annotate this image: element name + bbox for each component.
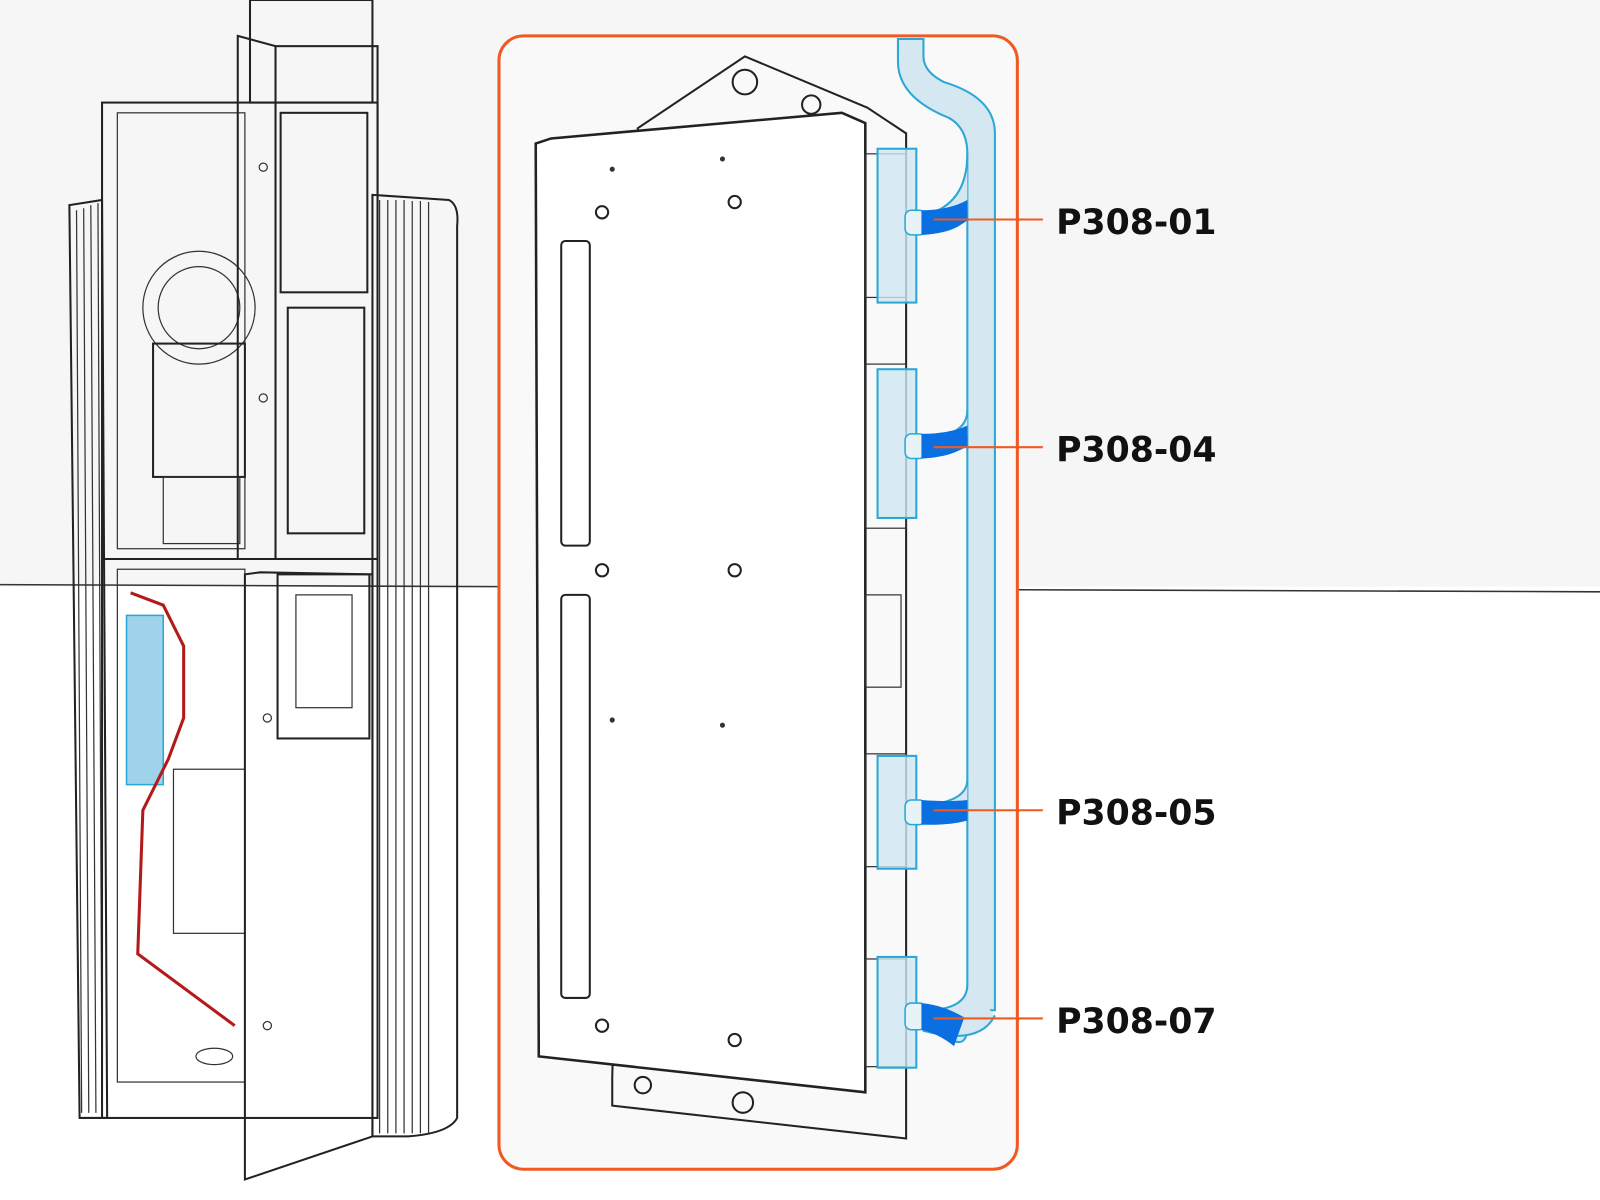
connector-p308-01 — [876, 147, 968, 304]
callout-label: P308-07 — [1056, 1002, 1216, 1042]
callout-p308-01: P308-01 — [933, 203, 1217, 243]
connector-group — [876, 147, 968, 1069]
callout-label: P308-05 — [1056, 794, 1216, 834]
callout-p308-05: P308-05 — [933, 794, 1217, 834]
callout-p308-04: P308-04 — [933, 430, 1217, 471]
mounting-plate — [534, 55, 908, 1140]
connector-p308-04 — [876, 368, 968, 519]
connector-p308-07 — [876, 955, 965, 1069]
callout-p308-07: P308-07 — [933, 1002, 1217, 1042]
callout-label: P308-01 — [1056, 203, 1216, 243]
callout-label: P308-04 — [1056, 430, 1216, 470]
connector-p308-05 — [876, 754, 968, 870]
cabinet-overview — [68, 0, 459, 1181]
